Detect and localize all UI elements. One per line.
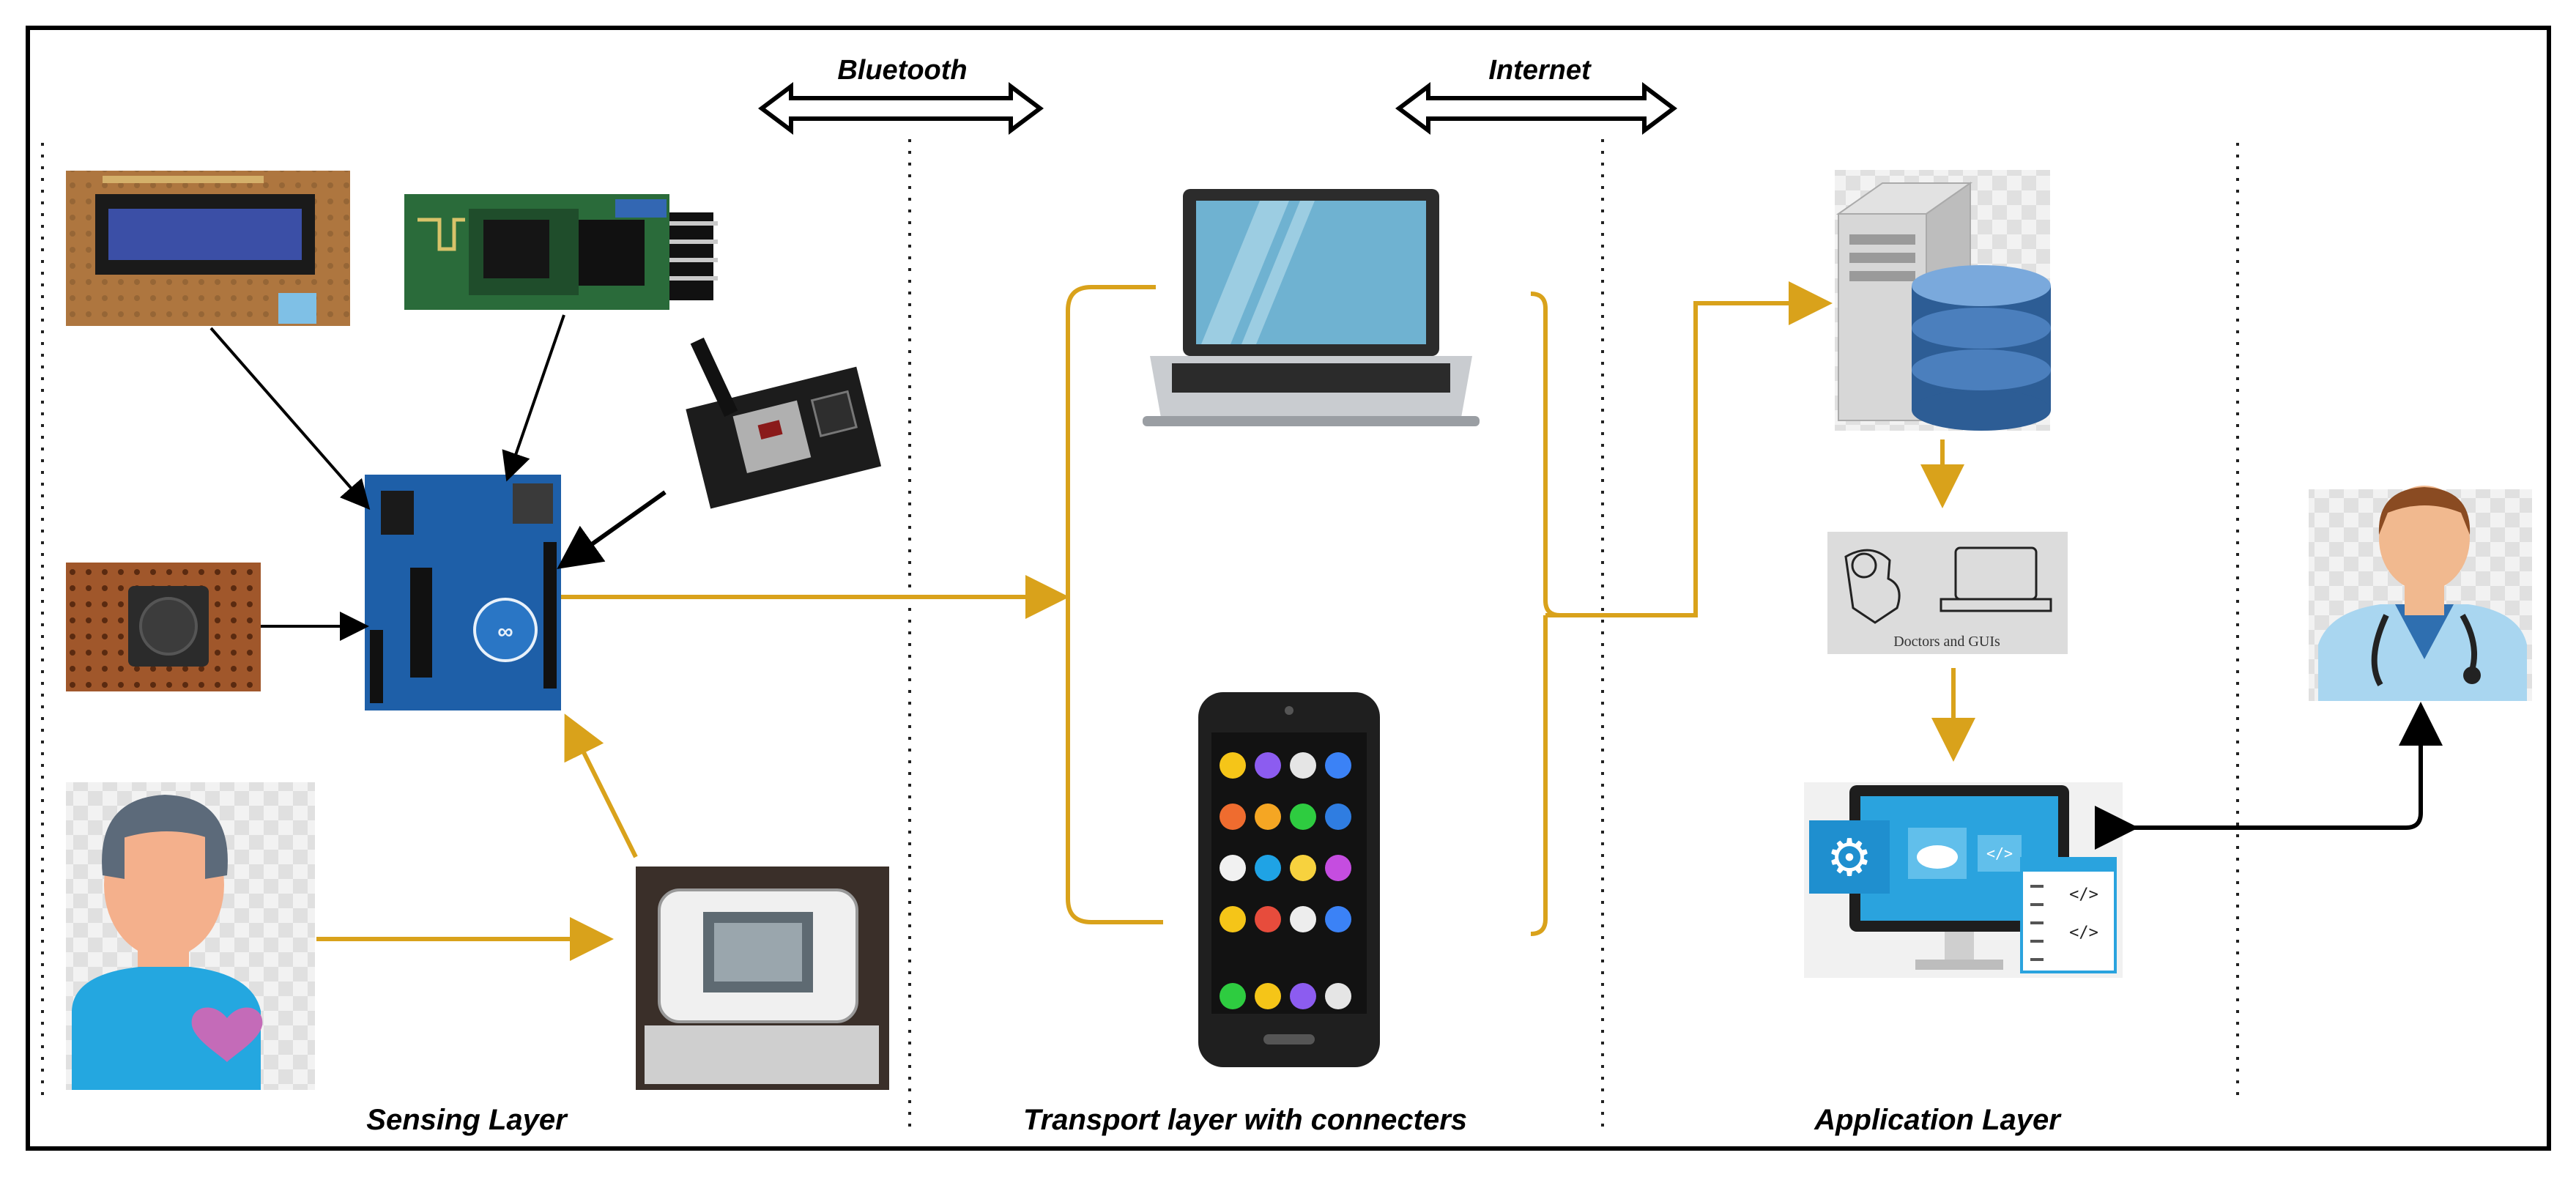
doctors-gui-caption: Doctors and GUIs (1893, 634, 2000, 650)
stethoscope-icon (2371, 614, 2477, 686)
code-window-icon (2020, 857, 2117, 973)
bluetooth-double-arrow (758, 82, 1044, 135)
gsm-module (686, 337, 882, 509)
bluetooth-link: Bluetooth (758, 55, 1044, 135)
blood-pressure-monitor (636, 867, 889, 1090)
settings-tile (1809, 820, 1890, 894)
layer-dividers (41, 139, 2239, 1128)
internet-label: Internet (1488, 55, 1592, 86)
laptop-icon (1143, 189, 1480, 426)
cloud-icon (1917, 845, 1958, 869)
app-grid (1220, 752, 1351, 1009)
bluetooth-label: Bluetooth (837, 55, 967, 86)
application-gui-icon: ⚙ </> </> </> (1804, 782, 2123, 978)
gear-icon: ⚙ (1827, 828, 1873, 888)
arrow-lcd-to-arduino (209, 327, 371, 511)
arrow-gsm-to-arduino (557, 490, 667, 569)
arrow-bluetooth-to-arduino (502, 314, 565, 482)
bluetooth-module (404, 194, 718, 310)
transport-left-bracket (1066, 285, 1163, 924)
svg-text:∞: ∞ (497, 620, 513, 644)
arduino-uno-board: ∞ (365, 475, 561, 710)
transport-layer-label: Transport layer with connecters (1023, 1104, 1467, 1136)
internet-double-arrow (1395, 82, 1677, 135)
sensing-arrows (209, 314, 667, 961)
lcd-display-module (66, 171, 350, 326)
arrow-transport-to-server (1545, 281, 1833, 617)
patient-avatar (66, 782, 315, 1090)
database-cylinder-icon (1912, 265, 2051, 431)
arrow-monitor-to-arduino (564, 713, 638, 858)
code-icon: </> (1986, 845, 2013, 862)
push-button-sensor (66, 563, 261, 691)
doctor-avatar (2309, 486, 2532, 701)
arrow-application-doctor (2095, 702, 2443, 850)
smartphone-icon (1198, 692, 1380, 1067)
sensing-layer-label: Sensing Layer (366, 1104, 568, 1136)
application-layer-label: Application Layer (1814, 1104, 2062, 1136)
server-database-icon (1835, 170, 2051, 431)
svg-text:</>: </> (2069, 886, 2098, 904)
svg-text:</>: </> (2069, 924, 2098, 942)
internet-link: Internet (1395, 55, 1677, 135)
heart-icon (191, 1007, 263, 1062)
doctors-gui-sketch: Doctors and GUIs (1827, 532, 2068, 654)
